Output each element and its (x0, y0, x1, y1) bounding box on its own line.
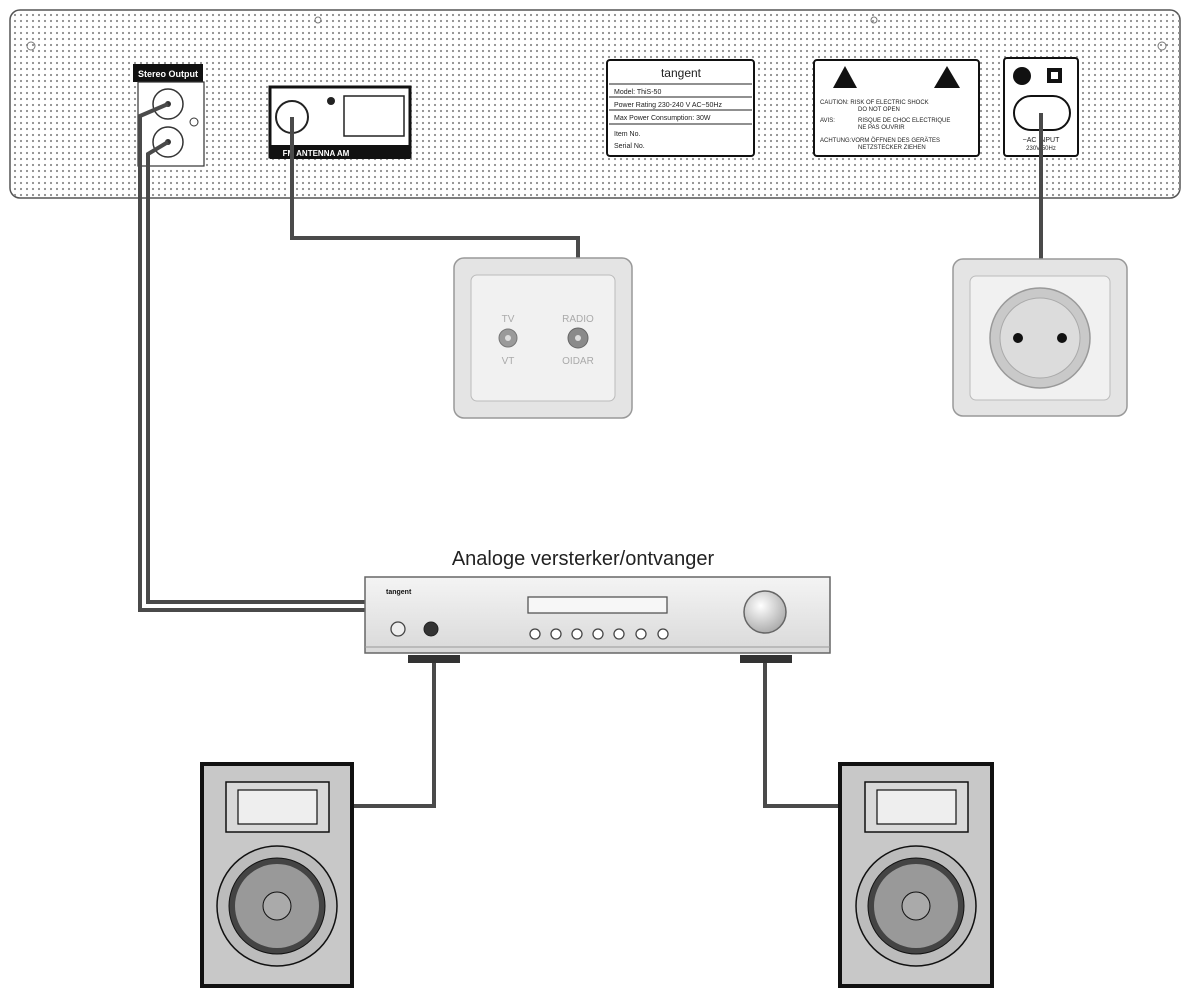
power-plug-icon (1013, 67, 1031, 85)
input-button[interactable] (529, 628, 541, 640)
warning-achtung: ACHTUNG:VORM ÖFFNEN DES GERÄTES (820, 137, 940, 144)
amplifier: tangent (364, 576, 831, 663)
power-button[interactable] (390, 621, 406, 637)
rear-panel: Stereo Output FM ANTENNA AM tangent Mode… (9, 9, 1181, 199)
rating-model: Model: ThiS-50 (614, 89, 661, 96)
amplifier-foot-right (740, 655, 792, 663)
amplifier-brand: tangent (386, 589, 412, 596)
tv-mirror-label: VT (502, 356, 515, 367)
speaker-left (200, 762, 354, 988)
input-button[interactable] (657, 628, 669, 640)
warning-achtung-2: NETZSTECKER ZIEHEN (858, 145, 926, 151)
diagram-title: Analoge versterker/ontvanger (452, 548, 715, 570)
warning-avis-text: RISQUE DE CHOC ELECTRIQUE (858, 118, 950, 124)
amplifier-display (527, 596, 668, 614)
cables (138, 102, 1043, 808)
exclamation-warning-icon (934, 66, 960, 88)
speaker-cable-left (352, 662, 436, 808)
tv-label: TV (502, 314, 515, 325)
radio-label: RADIO (562, 314, 594, 325)
lightning-warning-icon (833, 66, 857, 88)
amplifier-buttons[interactable] (529, 628, 669, 640)
input-button[interactable] (550, 628, 562, 640)
antenna-label: FM ANTENNA AM (283, 149, 350, 158)
radio-mirror-label: OIDAR (562, 356, 594, 367)
volume-knob[interactable] (743, 590, 787, 634)
input-button[interactable] (635, 628, 647, 640)
warning-caution-2: DO NOT OPEN (858, 107, 900, 113)
speaker-cable-right (763, 662, 838, 808)
am-antenna-terminal[interactable] (343, 95, 405, 137)
rating-power: Power Rating 230-240 V AC~50Hz (614, 102, 722, 109)
rating-label: tangent Model: ThiS-50 Power Rating 230-… (606, 59, 755, 157)
headphone-jack[interactable] (423, 621, 439, 637)
warning-caution: CAUTION: RISK OF ELECTRIC SHOCK (820, 100, 929, 106)
warning-avis-text-2: NE PAS OUVRIR (858, 125, 905, 131)
rating-brand: tangent (661, 66, 702, 80)
stereo-output-label: Stereo Output (138, 69, 198, 79)
rating-item-no: Item No. (614, 131, 641, 138)
stereo-cable-left (138, 102, 367, 612)
input-button[interactable] (592, 628, 604, 640)
stereo-cable-right (146, 140, 367, 604)
wall-antenna-socket: TV RADIO VT OIDAR (453, 257, 633, 419)
rating-serial-no: Serial No. (614, 143, 645, 150)
warning-label: CAUTION: RISK OF ELECTRIC SHOCK DO NOT O… (813, 59, 980, 157)
input-button[interactable] (571, 628, 583, 640)
speaker-right (838, 762, 994, 988)
amplifier-foot-left (408, 655, 460, 663)
rating-max-power: Max Power Consumption: 30W (614, 115, 711, 122)
warning-avis: AVIS: (820, 118, 835, 124)
wall-power-socket (952, 258, 1128, 417)
input-button[interactable] (613, 628, 625, 640)
